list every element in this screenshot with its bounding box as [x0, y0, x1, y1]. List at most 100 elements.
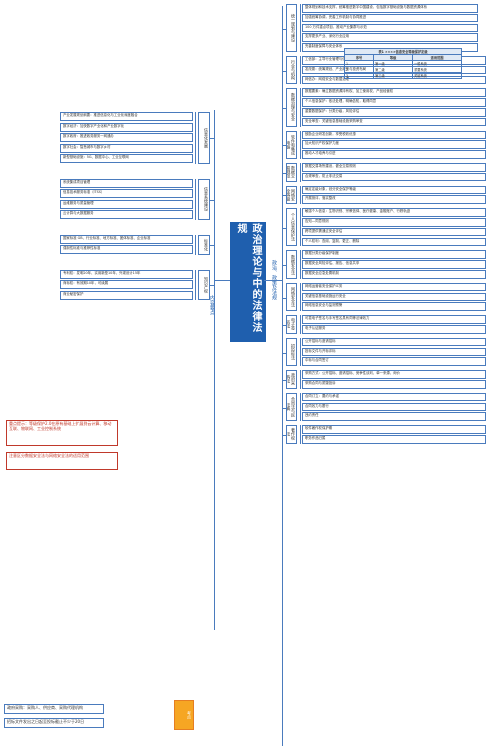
right-item: 采购方式：公开招标、邀请招标、竞争性谈判、单一来源、询价 [302, 370, 486, 379]
left-group-bracket [195, 269, 196, 300]
right-group-connector [282, 297, 286, 299]
left-item: 运维服务与质量管理 [60, 199, 193, 209]
left-item: 云计算与大数据服务 [60, 210, 193, 219]
right-group-label: 数据交易规范 [286, 163, 297, 182]
right-group-bracket [300, 392, 301, 422]
left-item: 数字社会：智慧城市与数字乡村 [60, 143, 193, 153]
right-group-connector [282, 172, 286, 174]
right-group-label: 招投标法 [286, 337, 297, 367]
right-group-label: 电子签名法 [286, 315, 297, 334]
right-group-bracket [300, 56, 301, 85]
right-group-label: 网络安全等级保护 [286, 185, 297, 205]
right-group-connector [282, 108, 286, 109]
left-group-connector [210, 199, 214, 201]
right-item: 告知—同意规则 [302, 218, 486, 227]
right-item: 公开招标与邀请招标 [302, 337, 486, 347]
left-group-connector [210, 245, 214, 246]
right-group-connector [282, 145, 286, 147]
right-item: 可靠电子签名与手写签名具有同等法律效力 [302, 315, 486, 324]
left-group-connector [210, 285, 214, 287]
right-group-bracket [300, 337, 301, 367]
right-item: 合同效力与履行 [302, 402, 486, 412]
right-item: 网络运营者安全保护义务 [302, 282, 486, 292]
right-group-connector [282, 70, 286, 72]
bottom-note: 招标文件发出之日起至投标截止不少于20日 [4, 718, 104, 728]
left-group-label: 标准化 [198, 234, 210, 255]
right-item: 整体规划和技术支撑，统筹推进数字中国建设，包括数字基础设施与数据资源体系 [302, 4, 478, 13]
right-spine [282, 6, 283, 746]
security-level-table: 表1 ××××信息安全等级保护定级 序号 等级 适用范围 1 第一级 一般系统 … [343, 48, 462, 79]
right-group-bracket [300, 88, 301, 127]
right-item: 数据要素：确立数据资源持有权、加工使用权、产品经营权 [302, 88, 486, 97]
right-item: 合规审查，防止非法交易 [302, 172, 486, 182]
left-item: 专利权：发明20年、实用新型10年、外观设计15年 [60, 269, 193, 279]
left-item: 国家标准 GB、行业标准、地方标准、团体标准、企业标准 [60, 234, 193, 244]
right-item: 数据安全风险评估、报告、信息共享 [302, 260, 486, 269]
right-item: 个人信息保护：依法处理，明确告知，取得同意 [302, 98, 486, 107]
right-item: 加强统筹协调，完善工作机制与协同推进 [302, 13, 478, 23]
right-group-label: 数据安全法 [286, 250, 297, 279]
right-item: 数据分类分级保护制度 [302, 250, 486, 259]
table-cell: 3 [343, 72, 375, 79]
right-item: 中标与合同签订 [302, 357, 486, 366]
left-group-connector [210, 138, 214, 140]
left-item: 系统集成项目管理 [60, 178, 193, 188]
right-group-connector [282, 195, 286, 197]
right-group-label: 软件和集成电路 [286, 130, 297, 159]
table-row: 3 第三级 关键系统 [343, 72, 462, 79]
right-item: 安全审查：关键信息基础设施采购审查 [302, 117, 486, 127]
right-group-connector [282, 352, 286, 354]
right-item: 合同订立：要约与承诺 [302, 392, 486, 402]
right-group-bracket [300, 370, 301, 389]
right-item: 加大知识产权保护力度 [302, 140, 486, 149]
right-group-connector [282, 435, 286, 436]
right-group-bracket [300, 130, 301, 159]
right-group-bracket [300, 282, 301, 312]
left-group-label: 知识产权 [198, 269, 210, 300]
table-cell: 关键系统 [412, 72, 462, 79]
left-item: 新型基础设施：5G、数据中心、工业互联网 [60, 154, 193, 163]
right-group-bracket [300, 250, 301, 279]
left-item: 数字经济：加快数字产业化和产业数字化 [60, 122, 193, 132]
right-group-label: 网络安全法 [286, 282, 297, 312]
right-group-label: 行业与机构 [286, 56, 297, 85]
right-group-bracket [300, 185, 301, 205]
left-group-label: 信息系统建设 [198, 178, 210, 220]
right-group-bracket [300, 315, 301, 334]
left-item: 商业秘密保护 [60, 290, 193, 300]
right-group-label: 统一规划与建设 [286, 4, 297, 52]
left-item: 数字政府：推进政务服务一网通办 [60, 133, 193, 142]
right-item: 个人权利：查阅、复制、更正、删除 [302, 237, 486, 247]
right-item: 重要数据保护：分类分级，风险评估 [302, 108, 486, 117]
left-group-bracket [195, 234, 196, 255]
right-group-bracket [300, 208, 301, 247]
right-item: 投标文件与开标评标 [302, 347, 486, 357]
right-item: 确定定级对象，划分安全保护等级 [302, 185, 486, 195]
right-item: 100 万件重点项目，推动产业集群与示范 [302, 23, 478, 33]
right-group-bracket [300, 4, 301, 52]
left-group-bracket [195, 178, 196, 220]
right-item: 敏感个人信息：生物识别、宗教信仰、医疗健康、金融账户、行踪轨迹 [302, 208, 486, 217]
left-spine [214, 110, 215, 630]
red-note: 注意区分数据安全法与网络安全法的适用范围 [6, 452, 118, 470]
right-item: 开展测评，落实整改 [302, 195, 486, 204]
right-item: 违约责任 [302, 412, 486, 421]
right-item: 鼓励企业研发创新，享受税收优惠 [302, 130, 486, 140]
right-item: 数据交易场所建设，健全交易规则 [302, 163, 486, 172]
left-item: 信息技术服务标准（ITSS） [60, 189, 193, 198]
table-cell: 第三级 [373, 72, 414, 79]
right-item: 职务作品归属 [302, 435, 486, 444]
right-item: 推动人才培养与引进 [302, 150, 486, 159]
right-group-connector [282, 407, 286, 409]
left-item: 产业发展规划纲要：推进信息化与工业化深度融合 [60, 112, 193, 121]
red-note: 重点提示：等级保护2.0在原有基础上扩展到云计算、移动互联、物联网、工业控制系统 [6, 420, 118, 446]
right-item: 电子认证服务 [302, 325, 486, 334]
right-group-label: 数据治理与安全 [286, 88, 297, 127]
right-group-bracket [300, 425, 301, 444]
right-item: 软件著作权保护期 [302, 425, 486, 434]
right-group-connector [282, 28, 286, 30]
right-item: 关键信息基础设施运行安全 [302, 292, 486, 302]
right-group-connector [282, 325, 286, 326]
right-group-connector [282, 227, 286, 229]
right-item: 网络信息安全与监测预警 [302, 302, 486, 311]
